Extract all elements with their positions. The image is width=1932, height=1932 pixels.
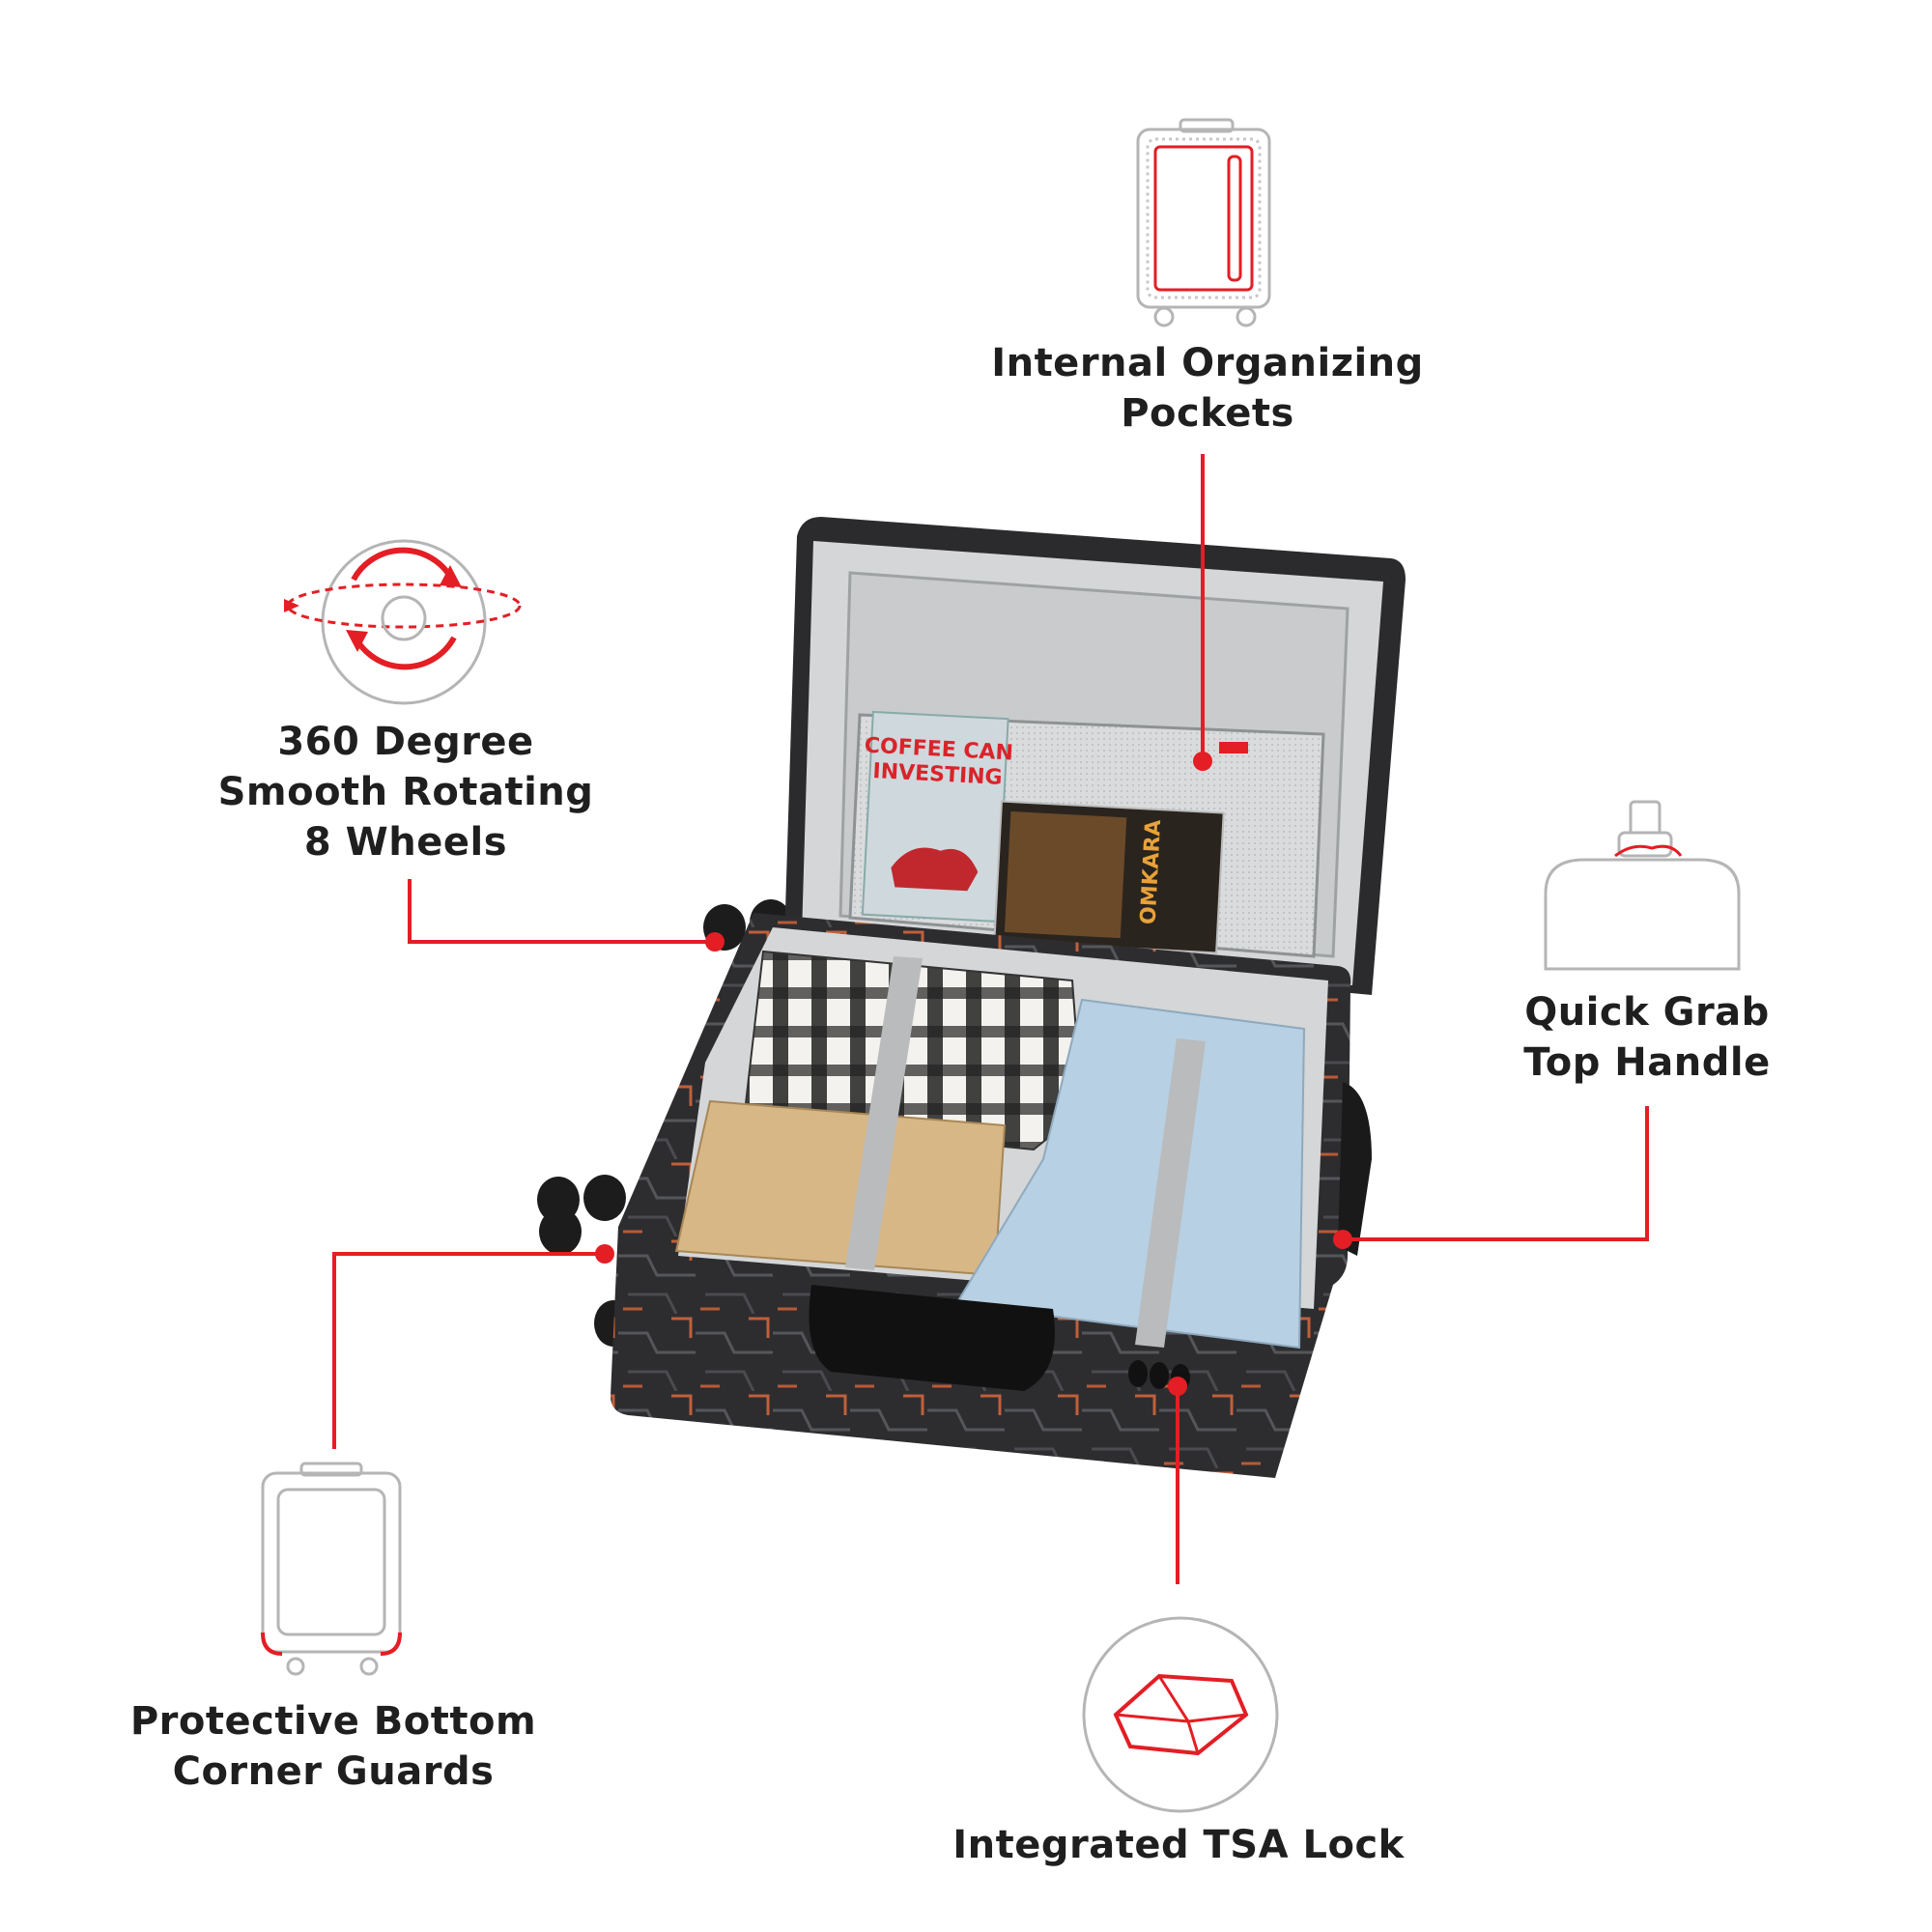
compression-strap-right: [1135, 1038, 1206, 1348]
feature-handle-label: Quick Grab Top Handle: [1478, 987, 1816, 1088]
folded-jeans: [954, 998, 1306, 1350]
feature-wheels-line1: 360 Degree: [277, 720, 534, 764]
callout-dot-pockets: [1193, 752, 1212, 771]
top-handle-icon: [1544, 800, 1741, 971]
callout-dots: [595, 752, 1352, 1396]
callout-line-wheels: [408, 879, 715, 944]
suitcase-pocket-icon: [1136, 118, 1271, 327]
callout-line-corners: [332, 1252, 605, 1449]
brand-tag: [1219, 742, 1248, 753]
feature-wheels-label: 360 Degree Smooth Rotating 8 Wheels: [184, 717, 628, 867]
rotating-wheel-icon: [284, 539, 522, 705]
feature-corners-label: Protective Bottom Corner Guards: [116, 1696, 551, 1797]
book-coffee-can-investing: COFFEE CAN INVESTING: [861, 710, 1014, 923]
feature-lock-label: Integrated TSA Lock: [918, 1820, 1439, 1870]
feature-lock-line1: Integrated TSA Lock: [952, 1823, 1405, 1867]
feature-pockets-line2: Pockets: [1121, 391, 1294, 436]
callout-line-handle: [1343, 1106, 1649, 1241]
feature-corners-line2: Corner Guards: [172, 1749, 495, 1794]
feature-handle-line2: Top Handle: [1523, 1040, 1771, 1085]
feature-pockets-label: Internal Organizing Pockets: [966, 338, 1449, 439]
side-grab-handle: [1338, 1082, 1372, 1256]
compression-strap-left: [845, 956, 923, 1270]
feature-wheels-line2: Smooth Rotating: [217, 770, 594, 814]
folded-khaki-jacket: [674, 1099, 1007, 1277]
callout-lines: [332, 454, 1649, 1584]
front-handle-recess: [809, 1285, 1055, 1391]
callout-dot-corners: [595, 1244, 614, 1264]
book-omkara: OMKARA: [993, 800, 1225, 954]
feature-pockets-line1: Internal Organizing: [991, 341, 1424, 385]
book2-title: OMKARA: [1137, 819, 1167, 925]
feature-corners-line1: Protective Bottom: [129, 1699, 537, 1744]
callout-dot-lock: [1168, 1377, 1187, 1396]
callout-dot-handle: [1333, 1230, 1352, 1249]
suitcase-photo: COFFEE CAN INVESTING OMKARA: [537, 517, 1406, 1478]
feature-wheels-line3: 8 Wheels: [303, 820, 508, 865]
tsa-lock-cube-icon: [1082, 1616, 1279, 1813]
corner-guard-suitcase-icon: [261, 1462, 402, 1676]
feature-handle-line1: Quick Grab: [1524, 990, 1770, 1035]
callout-dot-wheels: [705, 932, 724, 952]
